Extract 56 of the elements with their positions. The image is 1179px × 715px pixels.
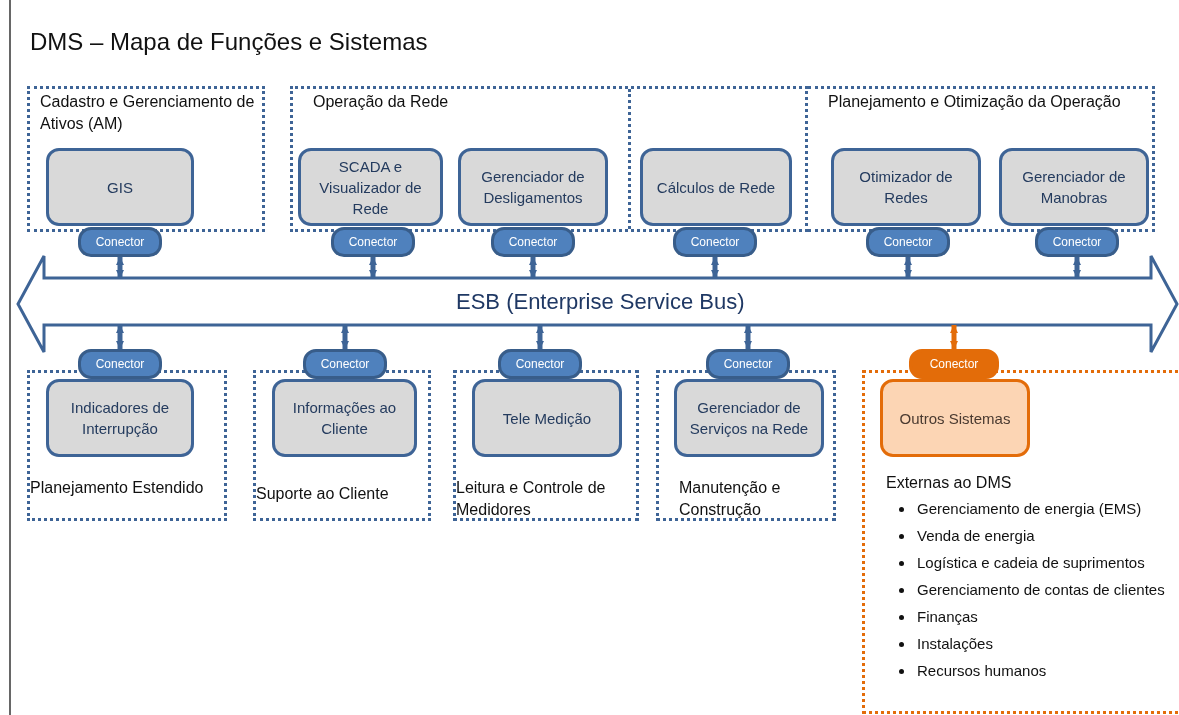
double-arrow: [369, 257, 377, 278]
system-box: Gerenciador de Desligamentos: [458, 148, 608, 226]
double-arrow: [529, 257, 537, 278]
connector-pill: Conector: [909, 349, 999, 379]
group-label: Cadastro e Gerenciamento de Ativos (AM): [40, 92, 256, 134]
double-arrow: [116, 325, 124, 349]
group-label: Externas ao DMS: [886, 473, 1013, 493]
external-group: [862, 370, 1179, 714]
connector-pill: Conector: [673, 227, 757, 257]
system-box: GIS: [46, 148, 194, 226]
system-box: Otimizador de Redes: [831, 148, 981, 226]
connector-pill: Conector: [866, 227, 950, 257]
connector-pill: Conector: [498, 349, 582, 379]
list-item: Finanças: [917, 608, 978, 625]
connector-pill: Conector: [78, 349, 162, 379]
system-box: Gerenciador de Serviços na Rede: [674, 379, 824, 457]
list-item: Instalações: [917, 635, 993, 652]
group-label: Suporte ao Cliente: [256, 484, 390, 504]
group-label: Planejamento e Otimização da Operação: [828, 92, 1122, 112]
connector-pill: Conector: [491, 227, 575, 257]
function-group: [453, 370, 639, 521]
connector-pill: Conector: [706, 349, 790, 379]
function-group: [808, 86, 1155, 232]
group-label: Leitura e Controle de Medidores: [456, 478, 607, 520]
list-item: Logística e cadeia de suprimentos: [917, 554, 1145, 571]
function-group: [656, 370, 836, 521]
list-item: Venda de energia: [917, 527, 1035, 544]
double-arrow: [744, 325, 752, 349]
function-group: [253, 370, 431, 521]
list-item: Gerenciamento de contas de clientes: [917, 581, 1165, 598]
connector-pill: Conector: [303, 349, 387, 379]
double-arrow: [904, 257, 912, 278]
group-label: Planejamento Estendido: [30, 478, 205, 498]
system-box: SCADA e Visualizador de Rede: [298, 148, 443, 226]
function-group: [27, 86, 265, 232]
diagram-title: DMS – Mapa de Funções e Sistemas: [30, 28, 428, 56]
group-label: Manutenção e Construção: [679, 478, 782, 520]
double-arrow: [536, 325, 544, 349]
system-box: Indicadores de Interrupção: [46, 379, 194, 457]
system-box: Informações ao Cliente: [272, 379, 417, 457]
bus-label: ESB (Enterprise Service Bus): [456, 289, 745, 315]
system-box: Tele Medição: [472, 379, 622, 457]
group-label: Operação da Rede: [313, 92, 450, 112]
system-box: Outros Sistemas: [880, 379, 1030, 457]
list-item: Recursos humanos: [917, 662, 1047, 679]
connector-pill: Conector: [331, 227, 415, 257]
function-group: [27, 370, 227, 521]
double-arrow: [341, 325, 349, 349]
list-item: Gerenciamento de energia (EMS): [917, 500, 1142, 517]
double-arrow: [1073, 257, 1081, 278]
double-arrow: [711, 257, 719, 278]
double-arrow: [950, 325, 958, 349]
double-arrow: [116, 257, 124, 278]
connector-pill: Conector: [1035, 227, 1119, 257]
connector-pill: Conector: [78, 227, 162, 257]
system-box: Gerenciador de Manobras: [999, 148, 1149, 226]
